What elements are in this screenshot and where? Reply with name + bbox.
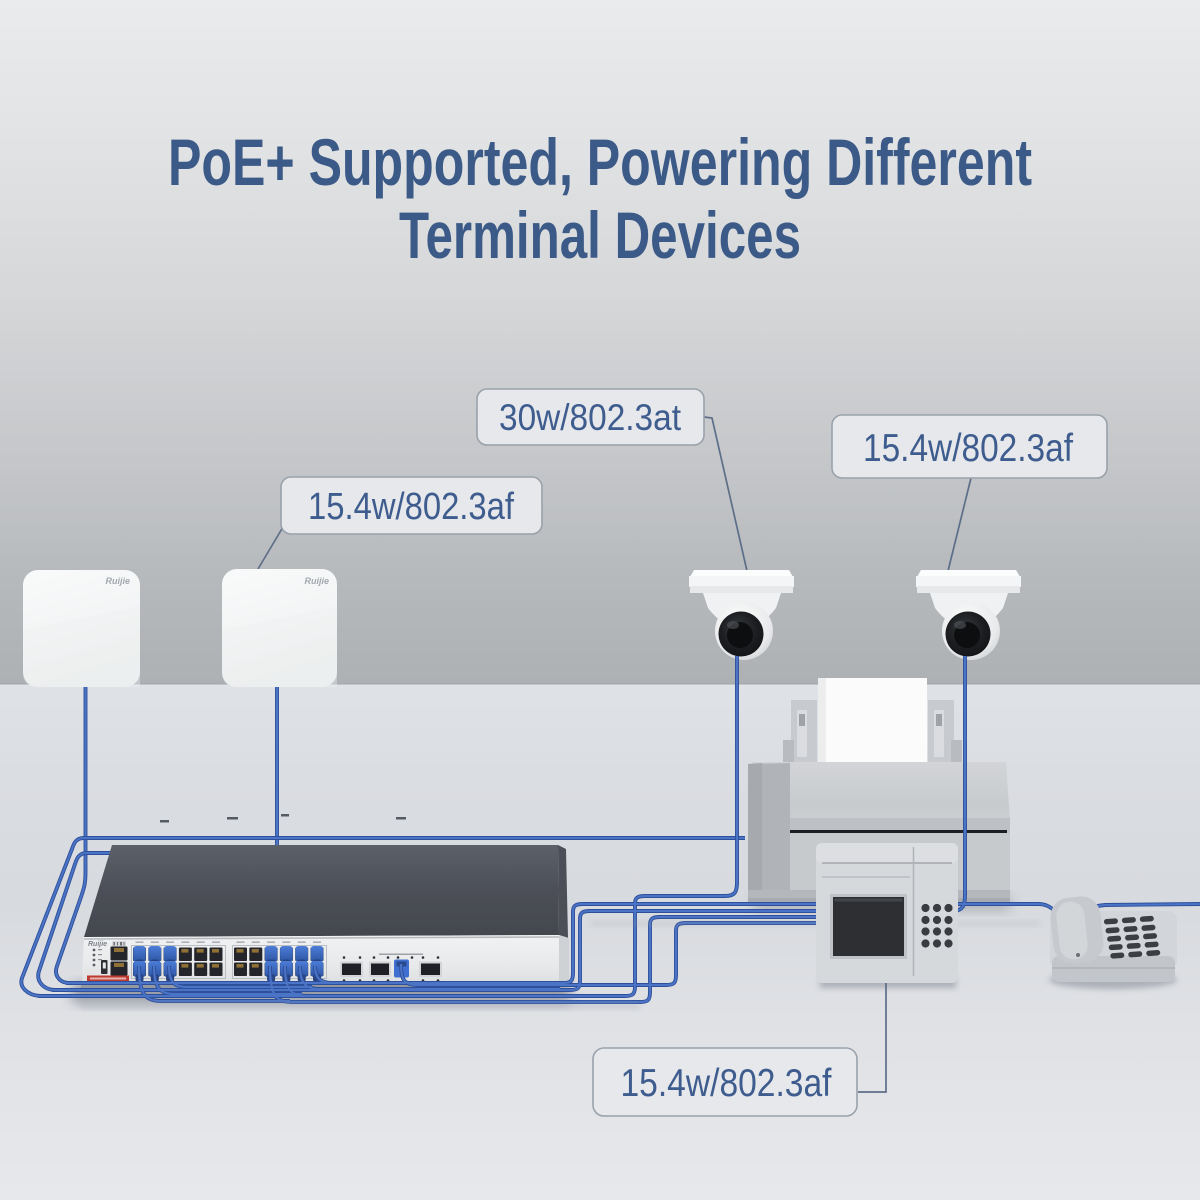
svg-text:15.4w/802.3af: 15.4w/802.3af	[863, 427, 1073, 470]
svg-text:30w/802.3at: 30w/802.3at	[499, 397, 682, 438]
svg-text:Ruijie: Ruijie	[105, 576, 130, 586]
svg-text:PoE+ Supported, Powering Diffe: PoE+ Supported, Powering Different	[168, 125, 1032, 199]
svg-text:Terminal Devices: Terminal Devices	[399, 198, 801, 272]
svg-text:Ruijie: Ruijie	[88, 941, 107, 948]
svg-text:15.4w/802.3af: 15.4w/802.3af	[621, 1062, 832, 1105]
svg-text:15.4w/802.3af: 15.4w/802.3af	[308, 486, 514, 528]
svg-text:Ruijie: Ruijie	[304, 576, 329, 586]
